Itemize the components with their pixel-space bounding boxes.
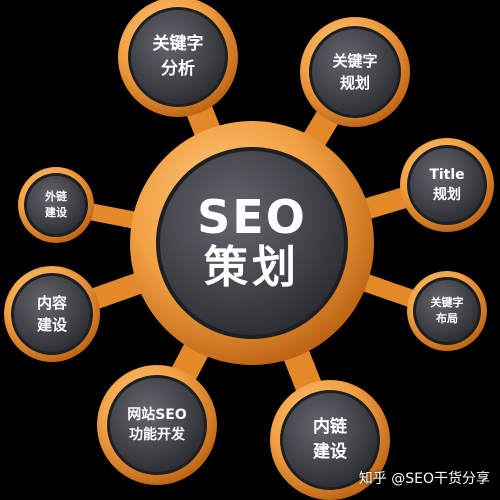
disc-keyword-analysis bbox=[131, 10, 225, 104]
disc-title-planning bbox=[410, 148, 484, 222]
disc-content-building bbox=[14, 276, 90, 352]
center-disc bbox=[160, 151, 344, 335]
disc-keyword-planning bbox=[312, 29, 398, 115]
disc-external-links bbox=[27, 176, 85, 234]
watermark: 知乎 @SEO干货分享 bbox=[358, 471, 490, 487]
disc-internal-links bbox=[283, 393, 377, 487]
disc-keyword-layout bbox=[416, 280, 478, 342]
disc-site-seo-dev bbox=[110, 378, 204, 472]
node-discs bbox=[11, 7, 487, 490]
